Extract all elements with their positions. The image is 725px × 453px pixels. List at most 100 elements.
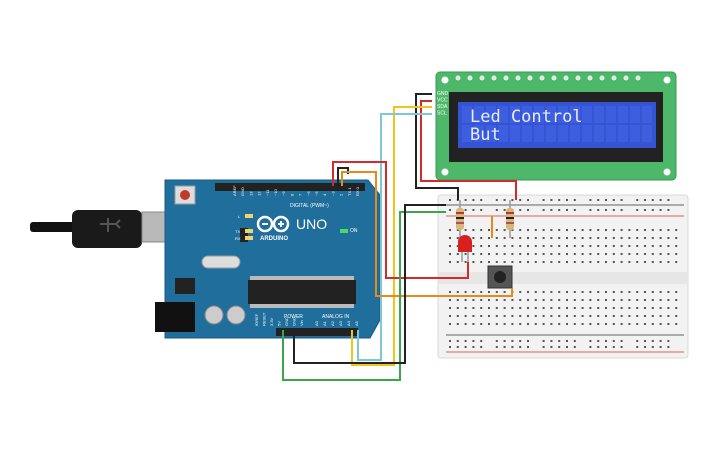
breadboard-hole (636, 199, 639, 201)
breadboard-hole (644, 209, 646, 211)
breadboard-hole (667, 346, 670, 348)
analog-pin-label: A0 (314, 320, 319, 326)
breadboard-hole (495, 199, 498, 201)
breadboard-hole (605, 199, 607, 201)
breadboard-hole (566, 340, 568, 342)
breadboard-hole (612, 199, 615, 201)
power-pin-label: GND (292, 317, 297, 326)
breadboard-hole (605, 253, 607, 255)
analog-pin-label: A2 (330, 320, 335, 326)
breadboard-hole (605, 229, 607, 231)
breadboard-hole (566, 199, 568, 201)
breadboard-hole (636, 323, 639, 325)
lcd-char-cell (558, 106, 568, 123)
breadboard-hole (495, 299, 498, 301)
digital-pin-label: 4 (322, 193, 327, 196)
breadboard-hole (488, 237, 490, 239)
breadboard-hole (534, 245, 537, 247)
breadboard-hole (605, 315, 607, 317)
breadboard-hole (550, 261, 553, 263)
breadboard-hole (449, 291, 451, 293)
breadboard-hole (651, 291, 654, 293)
breadboard-hole (573, 261, 576, 263)
breadboard-hole (644, 299, 646, 301)
breadboard-hole (488, 315, 490, 317)
breadboard-hole (558, 346, 561, 348)
lcd-pin-hole (635, 75, 641, 81)
lcd-pin-label: GND (437, 91, 449, 97)
breadboard-hole (558, 340, 561, 342)
power-pin-label: 5V (277, 321, 282, 326)
breadboard-hole (566, 261, 568, 263)
breadboard-hole (550, 199, 553, 201)
breadboard-hole (472, 291, 475, 293)
lcd-char-cell (510, 106, 520, 123)
breadboard-hole (636, 346, 639, 348)
digital-pin-label: 8 (289, 193, 294, 196)
breadboard-hole (495, 340, 498, 342)
lcd-char-cell (498, 106, 508, 123)
lcd-char-cell (618, 125, 628, 142)
breadboard-hole (566, 315, 568, 317)
digital-pin-label: 2 (339, 193, 344, 196)
breadboard-hole (659, 340, 662, 342)
breadboard-hole (558, 245, 561, 247)
breadboard-hole (542, 261, 545, 263)
breadboard-hole (464, 307, 467, 309)
lcd-char-cell (642, 125, 652, 142)
breadboard-hole (589, 340, 592, 342)
breadboard-hole (651, 307, 654, 309)
breadboard-hole (456, 261, 459, 263)
breadboard-hole (589, 245, 592, 247)
breadboard-hole (456, 323, 459, 325)
breadboard-hole (550, 299, 553, 301)
breadboard-hole (597, 237, 600, 239)
reset-button[interactable] (180, 190, 190, 200)
breadboard (437, 194, 689, 359)
lcd-pin-hole (467, 75, 473, 81)
breadboard-hole (581, 315, 584, 317)
breadboard-hole (659, 315, 662, 317)
breadboard-hole (519, 307, 522, 309)
breadboard-hole (605, 245, 607, 247)
breadboard-hole (519, 209, 522, 211)
power-label: POWER (284, 314, 303, 320)
breadboard-hole (449, 323, 451, 325)
breadboard-hole (597, 253, 600, 255)
breadboard-hole (620, 323, 623, 325)
breadboard-hole (589, 299, 592, 301)
breadboard-hole (449, 245, 451, 247)
digital-pin-label: ~11 (265, 189, 270, 196)
breadboard-hole (519, 199, 522, 201)
breadboard-hole (464, 323, 467, 325)
breadboard-hole (558, 199, 561, 201)
breadboard-hole (659, 323, 662, 325)
breadboard-hole (597, 299, 600, 301)
breadboard-hole (573, 253, 576, 255)
breadboard-hole (503, 307, 506, 309)
breadboard-hole (511, 299, 514, 301)
breadboard-hole (449, 299, 451, 301)
breadboard-hole (480, 229, 483, 231)
breadboard-hole (456, 237, 459, 239)
breadboard-hole (589, 323, 592, 325)
breadboard-hole (511, 253, 514, 255)
breadboard-hole (620, 261, 623, 263)
breadboard-hole (495, 245, 498, 247)
breadboard-hole (589, 199, 592, 201)
breadboard-hole (511, 199, 514, 201)
breadboard-hole (659, 237, 662, 239)
breadboard-hole (589, 307, 592, 309)
breadboard-hole (612, 307, 615, 309)
breadboard-hole (612, 315, 615, 317)
breadboard-hole (550, 291, 553, 293)
breadboard-hole (464, 253, 467, 255)
usb-cable (30, 210, 177, 248)
breadboard-hole (503, 209, 506, 211)
breadboard-hole (675, 253, 678, 255)
breadboard-hole (472, 340, 475, 342)
breadboard-hole (675, 229, 678, 231)
breadboard-hole (667, 237, 670, 239)
breadboard-hole (542, 209, 545, 211)
